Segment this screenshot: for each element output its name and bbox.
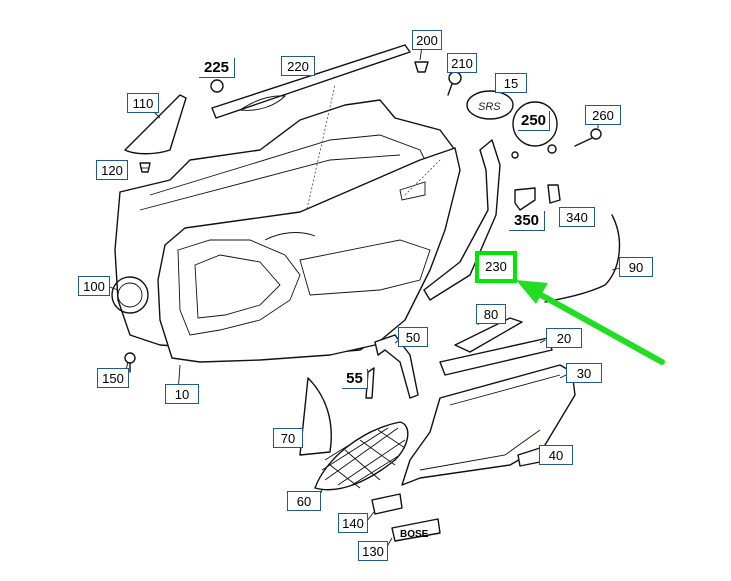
label-50: 50	[398, 327, 428, 347]
part-130-bose-emblem: BOSE	[391, 518, 441, 542]
highlight-arrow	[516, 280, 665, 365]
label-210: 210	[447, 53, 477, 73]
part-60-speaker-grille	[314, 421, 409, 491]
part-15-srs-badge: SRS	[466, 90, 514, 120]
label-15: 15	[495, 73, 527, 93]
label-350: 350	[509, 211, 545, 231]
part-260-screw	[574, 128, 602, 147]
part-220-window-trim	[211, 44, 411, 119]
part-225-clip	[210, 79, 224, 93]
part-230-pillar-trim	[423, 139, 501, 301]
bose-logo-text: BOSE	[400, 529, 429, 540]
label-250: 250	[518, 111, 550, 131]
part-110-mirror-trim	[124, 94, 187, 155]
label-110: 110	[127, 93, 159, 113]
label-120: 120	[96, 160, 128, 180]
part-340-350-brackets	[514, 184, 561, 211]
part-55-cover	[365, 367, 375, 399]
label-70: 70	[273, 428, 303, 448]
label-100: 100	[78, 276, 110, 296]
label-260: 260	[585, 105, 621, 125]
label-130: 130	[358, 541, 388, 561]
label-55: 55	[342, 369, 368, 389]
srs-badge-text: SRS	[478, 101, 501, 113]
label-140: 140	[338, 513, 368, 533]
label-340: 340	[559, 207, 595, 227]
label-20: 20	[546, 328, 582, 348]
part-30-door-pocket	[401, 364, 576, 486]
part-200-210-fasteners	[414, 61, 462, 96]
label-40: 40	[539, 445, 573, 465]
part-90-seal	[544, 214, 621, 303]
label-30: 30	[566, 363, 602, 383]
part-20-armrest-cover	[439, 337, 553, 376]
part-150-screw	[124, 352, 136, 373]
label-230-highlighted: 230	[475, 251, 517, 283]
part-140-bracket	[371, 493, 403, 515]
label-200: 200	[412, 30, 442, 50]
part-120-clip	[139, 162, 151, 173]
label-220: 220	[281, 56, 315, 76]
part-80-handle-insert	[454, 317, 523, 353]
label-10: 10	[165, 384, 199, 404]
label-90: 90	[619, 257, 653, 277]
label-225: 225	[199, 58, 235, 78]
part-70-speaker-cover	[299, 377, 332, 456]
part-250-ring	[511, 101, 558, 159]
label-150: 150	[97, 368, 129, 388]
label-80: 80	[476, 304, 506, 324]
label-60: 60	[287, 491, 321, 511]
part-10-door-panel	[157, 147, 461, 363]
